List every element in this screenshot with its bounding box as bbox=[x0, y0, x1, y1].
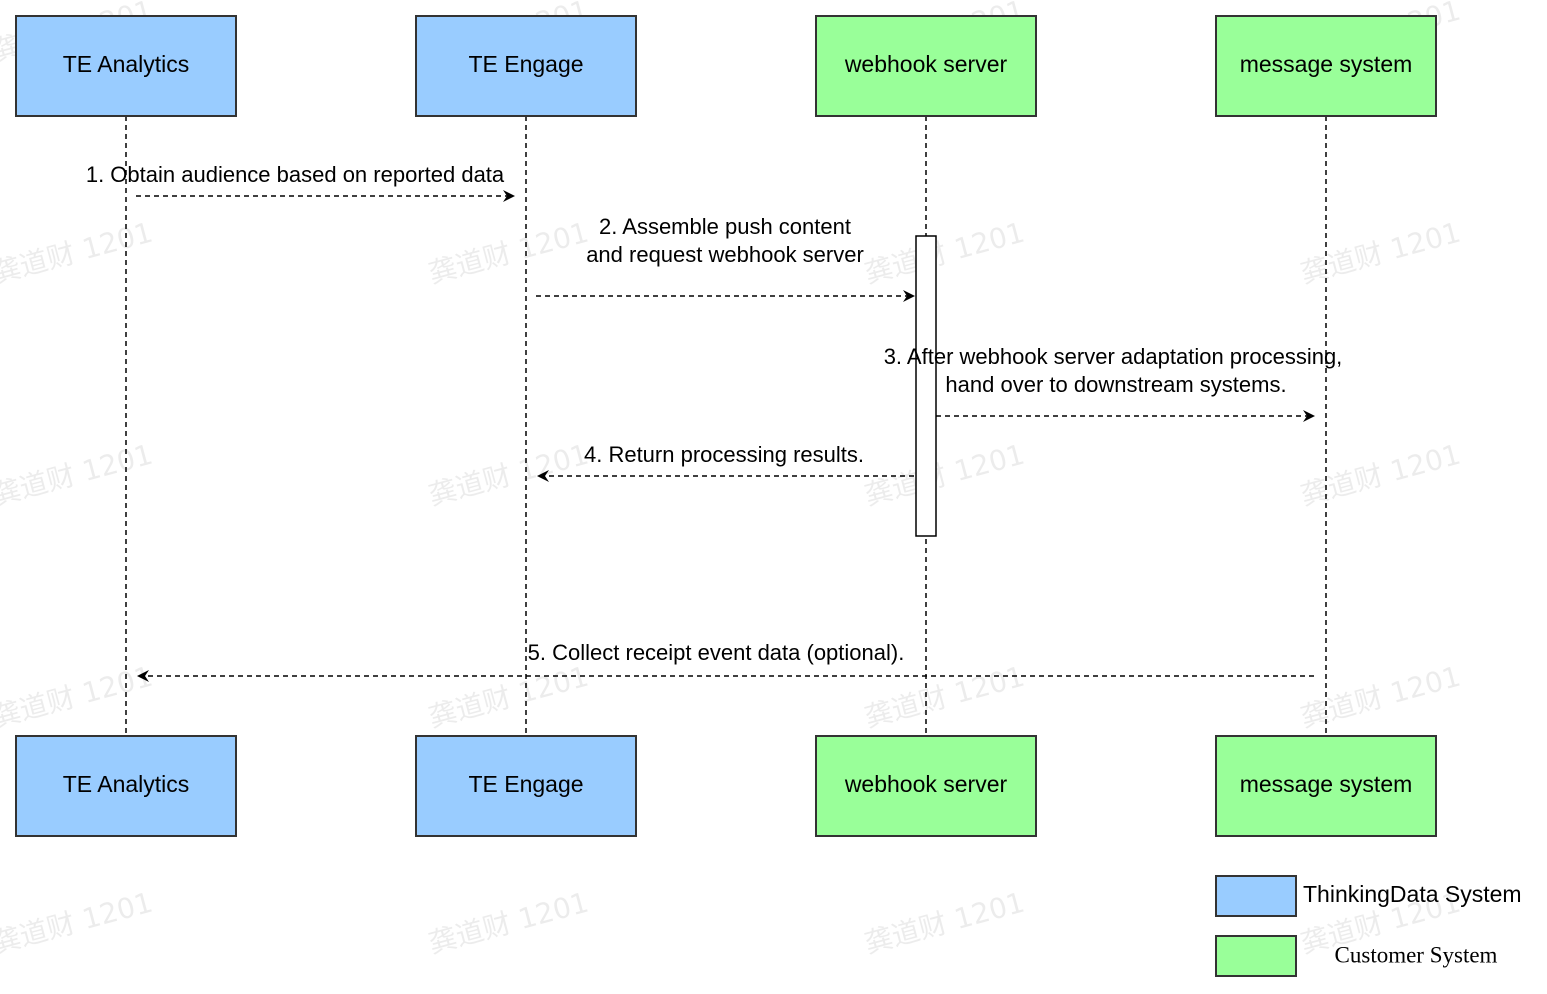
actor-bottom-engage[interactable]: TE Engage bbox=[415, 735, 637, 837]
message-1-label: 1. Obtain audience based on reported dat… bbox=[86, 162, 505, 187]
message-5-label: 5. Collect receipt event data (optional)… bbox=[528, 640, 905, 665]
actor-bottom-analytics[interactable]: TE Analytics bbox=[15, 735, 237, 837]
actor-bottom-webhook[interactable]: webhook server bbox=[815, 735, 1037, 837]
legend-label-thinkingdata: ThinkingData System bbox=[1303, 881, 1522, 907]
watermark-text: 龚道财 1201 bbox=[0, 438, 156, 512]
legend-item-thinkingdata: ThinkingData System bbox=[1215, 875, 1522, 917]
message-5: 5. Collect receipt event data (optional)… bbox=[137, 640, 1314, 682]
watermark-text: 龚道财 1201 bbox=[425, 216, 592, 290]
message-3-label-line-1: 3. After webhook server adaptation proce… bbox=[884, 344, 1343, 369]
actor-top-engage[interactable]: TE Engage bbox=[415, 15, 637, 117]
actor-label: TE Analytics bbox=[63, 51, 190, 77]
actor-bottom-message[interactable]: message system bbox=[1215, 735, 1437, 837]
watermark-text: 龚道财 1201 bbox=[1297, 438, 1464, 512]
message-3: 3. After webhook server adaptation proce… bbox=[884, 344, 1343, 422]
actor-label: message system bbox=[1240, 51, 1413, 77]
message-2: 2. Assemble push content and request web… bbox=[536, 214, 915, 302]
legend: ThinkingData System Customer System bbox=[1215, 875, 1522, 977]
message-2-label-line-1: 2. Assemble push content bbox=[599, 214, 851, 239]
watermark-text: 龚道财 1201 bbox=[861, 216, 1028, 290]
watermark-text: 龚道财 1201 bbox=[1297, 660, 1464, 734]
legend-swatch-thinkingdata bbox=[1215, 875, 1297, 917]
watermark-text: 龚道财 1201 bbox=[861, 660, 1028, 734]
watermark-text: 龚道财 1201 bbox=[425, 886, 592, 960]
actor-label: TE Engage bbox=[468, 51, 583, 77]
watermark-text: 龚道财 1201 bbox=[0, 216, 156, 290]
legend-item-customer: Customer System bbox=[1215, 935, 1498, 977]
actor-top-message[interactable]: message system bbox=[1215, 15, 1437, 117]
message-4: 4. Return processing results. bbox=[537, 442, 914, 482]
actor-label: webhook server bbox=[844, 51, 1008, 77]
message-2-label-line-2: and request webhook server bbox=[586, 242, 864, 267]
actor-label: TE Analytics bbox=[63, 771, 190, 797]
watermark-text: 龚道财 1201 bbox=[861, 438, 1028, 512]
webhook-activation-bar bbox=[915, 235, 937, 537]
actor-top-analytics[interactable]: TE Analytics bbox=[15, 15, 237, 117]
actor-label: webhook server bbox=[844, 771, 1008, 797]
legend-swatch-customer bbox=[1215, 935, 1297, 977]
actor-label: message system bbox=[1240, 771, 1413, 797]
watermark-text: 龚道财 1201 bbox=[425, 660, 592, 734]
watermark-text: 龚道财 1201 bbox=[1297, 216, 1464, 290]
watermark-text: 龚道财 1201 bbox=[861, 886, 1028, 960]
message-1: 1. Obtain audience based on reported dat… bbox=[86, 162, 515, 202]
actor-top-webhook[interactable]: webhook server bbox=[815, 15, 1037, 117]
legend-label-customer: Customer System bbox=[1335, 942, 1498, 967]
watermark-text: 龚道财 1201 bbox=[0, 660, 156, 734]
message-3-label-line-2: hand over to downstream systems. bbox=[945, 372, 1286, 397]
actor-label: TE Engage bbox=[468, 771, 583, 797]
watermark-text: 龚道财 1201 bbox=[425, 438, 592, 512]
message-4-label: 4. Return processing results. bbox=[584, 442, 864, 467]
watermark-text: 龚道财 1201 bbox=[0, 886, 156, 960]
